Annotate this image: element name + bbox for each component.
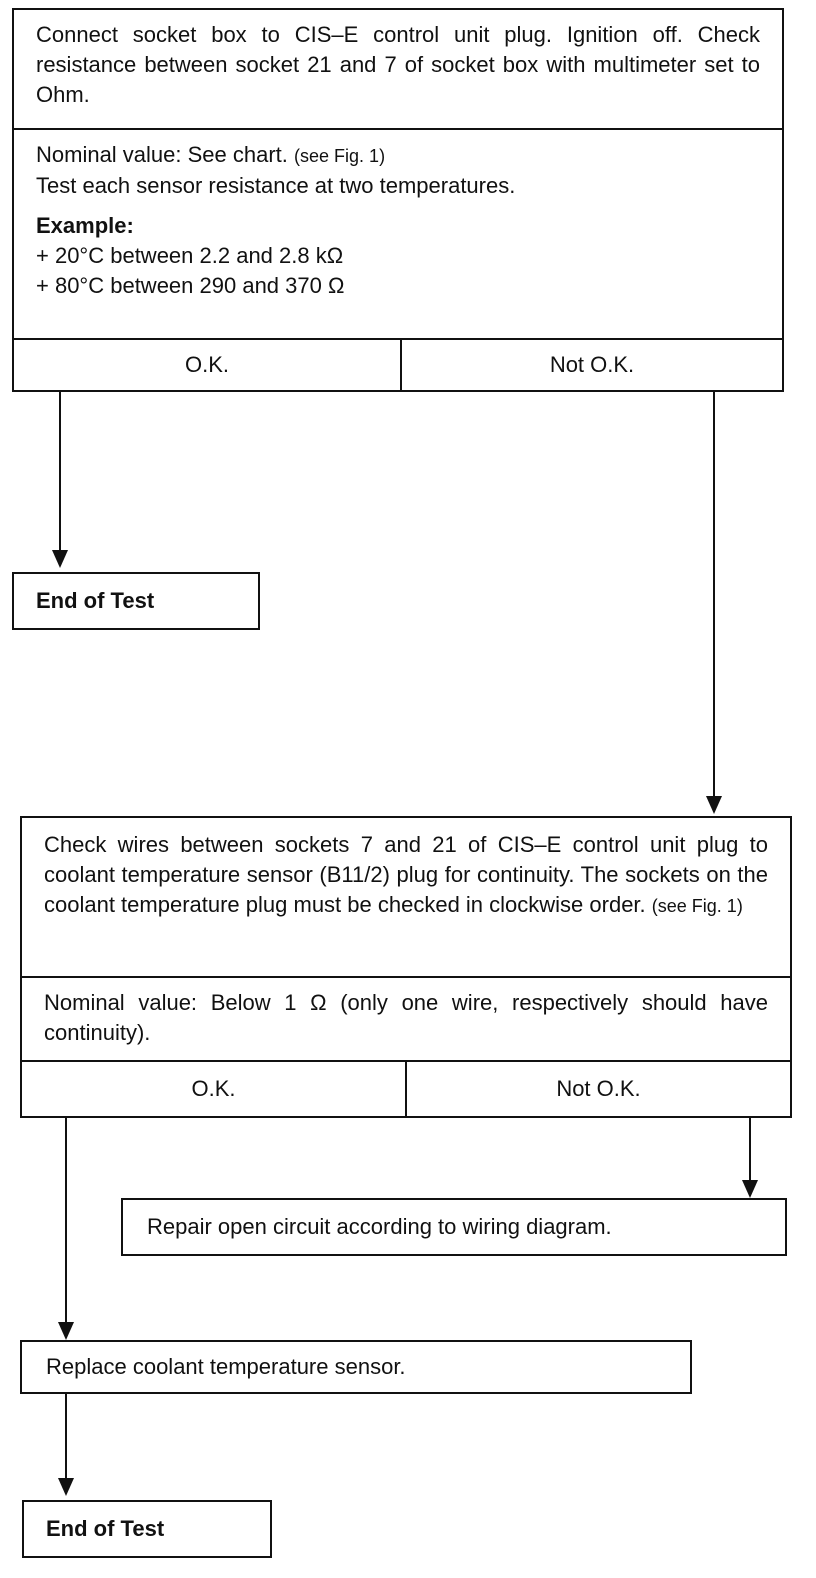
replace-arrowhead	[58, 1478, 74, 1496]
step1-ok-connector	[59, 392, 61, 552]
step1-instruction: Connect socket box to CIS–E control unit…	[36, 22, 760, 107]
step2-divider-2	[22, 1060, 790, 1062]
step1-not-ok-arrowhead	[706, 796, 722, 814]
step1-example-label: Example:	[36, 213, 134, 238]
step1-example-line-1: + 20°C between 2.2 and 2.8 kΩ	[36, 243, 344, 268]
step2-instruction-text: Check wires between sockets 7 and 21 of …	[44, 832, 768, 917]
step1-example-line-2: + 80°C between 290 and 370 Ω	[36, 273, 345, 298]
step2-box: Check wires between sockets 7 and 21 of …	[20, 816, 792, 1118]
step2-ok-cell: O.K.	[191, 1076, 236, 1101]
replace-sensor-box: Replace coolant temperature sensor.	[20, 1340, 692, 1394]
step2-nominal: Nominal value: Below 1 Ω (only one wire,…	[44, 990, 768, 1045]
step1-box: Connect socket box to CIS–E control unit…	[12, 8, 784, 392]
step2-instruction-ref: (see Fig. 1)	[651, 896, 743, 916]
step2-not-ok-arrowhead	[742, 1180, 758, 1198]
end-of-test-box-2: End of Test	[22, 1500, 272, 1558]
step2-instruction: Check wires between sockets 7 and 21 of …	[22, 830, 790, 921]
step1-divider-2	[14, 338, 782, 340]
repair-box: Repair open circuit according to wiring …	[121, 1198, 787, 1256]
step1-test-note: Test each sensor resistance at two tempe…	[36, 173, 516, 198]
step2-outcome-row: O.K. Not O.K.	[22, 1062, 790, 1116]
step2-not-ok-cell: Not O.K.	[556, 1076, 641, 1101]
step1-nominal-label: Nominal value: See chart.	[36, 142, 288, 167]
step1-nominal-ref: (see Fig. 1)	[294, 146, 386, 166]
step1-outcome-divider	[400, 340, 402, 390]
step1-nominal-line: Nominal value: See chart. (see Fig. 1)	[36, 140, 760, 171]
end-of-test-box-1: End of Test	[12, 572, 260, 630]
replace-connector	[65, 1394, 67, 1480]
step1-divider-1	[14, 128, 782, 130]
step2-divider-1	[22, 976, 790, 978]
step1-not-ok-cell: Not O.K.	[549, 352, 635, 377]
step2-ok-connector	[65, 1118, 67, 1324]
step1-not-ok-connector	[713, 392, 715, 798]
step2-ok-arrowhead	[58, 1322, 74, 1340]
step1-outcome-row: O.K. Not O.K.	[14, 340, 782, 390]
step1-nominal-section: Nominal value: See chart. (see Fig. 1) T…	[14, 140, 782, 301]
step2-outcome-divider	[405, 1062, 407, 1116]
step1-ok-cell: O.K.	[184, 352, 229, 377]
step2-not-ok-connector	[749, 1118, 751, 1182]
step1-ok-arrowhead	[52, 550, 68, 568]
